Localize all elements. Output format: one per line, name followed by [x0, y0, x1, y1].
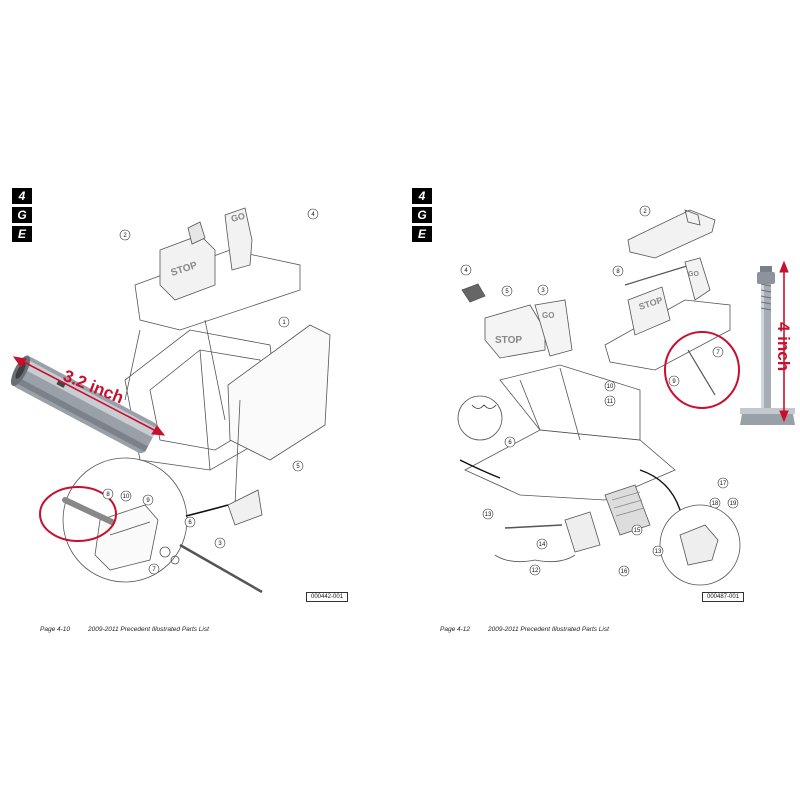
stop-pad	[484, 304, 546, 359]
callouts-right: 2 3 4 5 6 7 8 9 10 11 12 13 13 14 15 16 …	[460, 205, 739, 577]
svg-text:17: 17	[720, 481, 727, 487]
svg-text:4: 4	[311, 212, 315, 218]
document-title: 2009-2011 Precedent Illustrated Parts Li…	[88, 626, 209, 633]
tab-4: 4	[412, 188, 432, 204]
svg-text:18: 18	[712, 501, 719, 507]
svg-text:5: 5	[505, 289, 509, 295]
svg-text:5: 5	[296, 464, 300, 470]
svg-text:10: 10	[123, 494, 130, 500]
pedal-pad-top	[627, 209, 716, 259]
dimension-arrow-left	[12, 356, 166, 436]
pin-part-8	[62, 497, 115, 525]
svg-text:8: 8	[616, 269, 620, 275]
svg-text:2: 2	[123, 233, 127, 239]
svg-text:9: 9	[672, 379, 676, 385]
pedal-mechanism-diagram: 4 inch STOP GO STOP GO 2 3 4 5 6 7 8 9 1…	[457, 205, 795, 586]
callouts-left: 1 2 3 4 5 6 7 8 9 10	[102, 208, 319, 575]
go-text-assembly: GO	[688, 271, 699, 278]
svg-text:2: 2	[643, 209, 647, 215]
svg-text:4: 4	[464, 268, 468, 274]
switch	[564, 511, 601, 553]
bracket-part-9	[94, 504, 159, 571]
svg-text:8: 8	[106, 492, 110, 498]
svg-text:19: 19	[730, 501, 737, 507]
tab-e: E	[12, 226, 32, 242]
pedal-assembly-right	[604, 299, 731, 371]
svg-text:13: 13	[655, 549, 662, 555]
actuator	[604, 484, 651, 536]
tab-e: E	[412, 226, 432, 242]
svg-text:7: 7	[716, 350, 720, 356]
go-text: GO	[230, 211, 246, 224]
svg-text:11: 11	[607, 399, 614, 405]
svg-text:14: 14	[539, 542, 546, 548]
mechanism-base	[464, 429, 676, 501]
page-number: Page 4-12	[440, 626, 470, 633]
document-title: 2009-2011 Precedent Illustrated Parts Li…	[488, 626, 609, 633]
tab-g: G	[412, 207, 432, 223]
stop-text: STOP	[495, 335, 522, 346]
dimension-arrow-right	[779, 260, 789, 423]
svg-text:15: 15	[634, 528, 641, 534]
svg-text:6: 6	[188, 520, 192, 526]
page-number: Page 4-10	[40, 626, 70, 633]
highlight-circle	[664, 331, 740, 409]
figure-id-right: 000487-001	[702, 592, 745, 602]
tab-g: G	[12, 207, 32, 223]
svg-text:12: 12	[532, 568, 539, 574]
figure-id-left: 000442-001	[306, 592, 349, 602]
go-pedal	[224, 207, 253, 271]
left-page: 4 G E	[10, 188, 349, 633]
bolt-part-7	[687, 349, 716, 396]
svg-text:3: 3	[541, 288, 545, 294]
bolt-photo	[740, 266, 795, 425]
svg-text:13: 13	[485, 512, 492, 518]
right-page: 4 G E	[400, 0, 800, 800]
section-tabs: 4 G E	[412, 188, 432, 245]
svg-text:16: 16	[621, 569, 628, 575]
svg-text:7: 7	[152, 567, 156, 573]
tab-4: 4	[12, 188, 32, 204]
pedal-assembly-diagram: 3.2 inch STOP GO 1 2 3 4 5 6 7 8 9 10	[10, 207, 331, 594]
section-tabs: 4 G E	[12, 188, 32, 245]
go-text: GO	[542, 311, 554, 320]
pin-photo	[10, 355, 158, 454]
svg-text:9: 9	[146, 498, 150, 504]
svg-text:10: 10	[607, 384, 614, 390]
rod-part-3	[179, 543, 263, 594]
go-pad	[534, 299, 573, 357]
svg-text:6: 6	[508, 440, 512, 446]
svg-text:1: 1	[282, 320, 286, 326]
small-pad	[461, 283, 486, 303]
highlight-ellipse	[39, 486, 117, 542]
dimension-label-right: 4 inch	[774, 322, 793, 371]
cover-plate	[227, 324, 331, 461]
svg-text:3: 3	[218, 541, 222, 547]
